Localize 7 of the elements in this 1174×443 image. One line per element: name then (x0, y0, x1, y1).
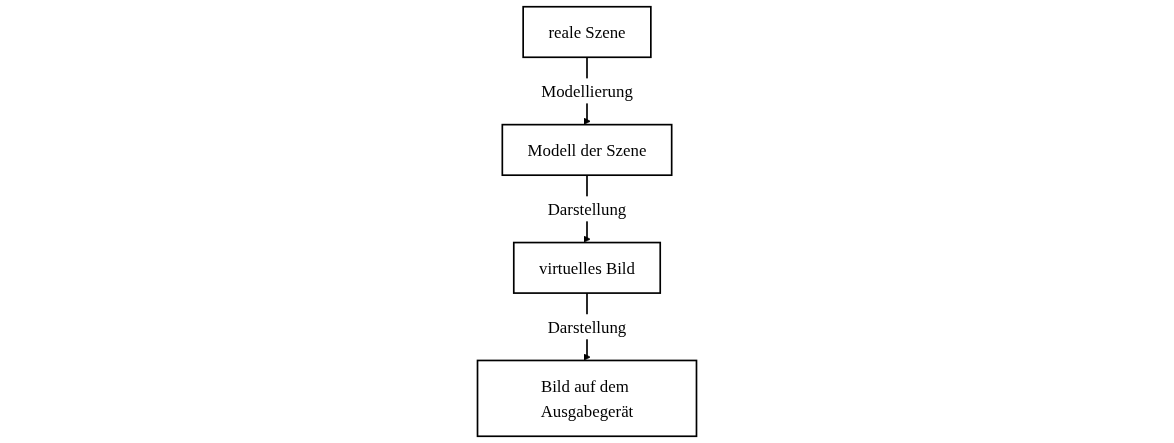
node-box: virtuelles Bild (512, 241, 662, 294)
edge-label: Darstellung (547, 199, 627, 219)
node-box: reale Szene (522, 5, 652, 59)
edge-label: Darstellung (547, 317, 627, 337)
node-box: Bild auf dem Ausgabegerät (476, 359, 698, 438)
node-box: Modell der Szene (501, 123, 673, 176)
edge-label: Modellierung (541, 81, 633, 101)
